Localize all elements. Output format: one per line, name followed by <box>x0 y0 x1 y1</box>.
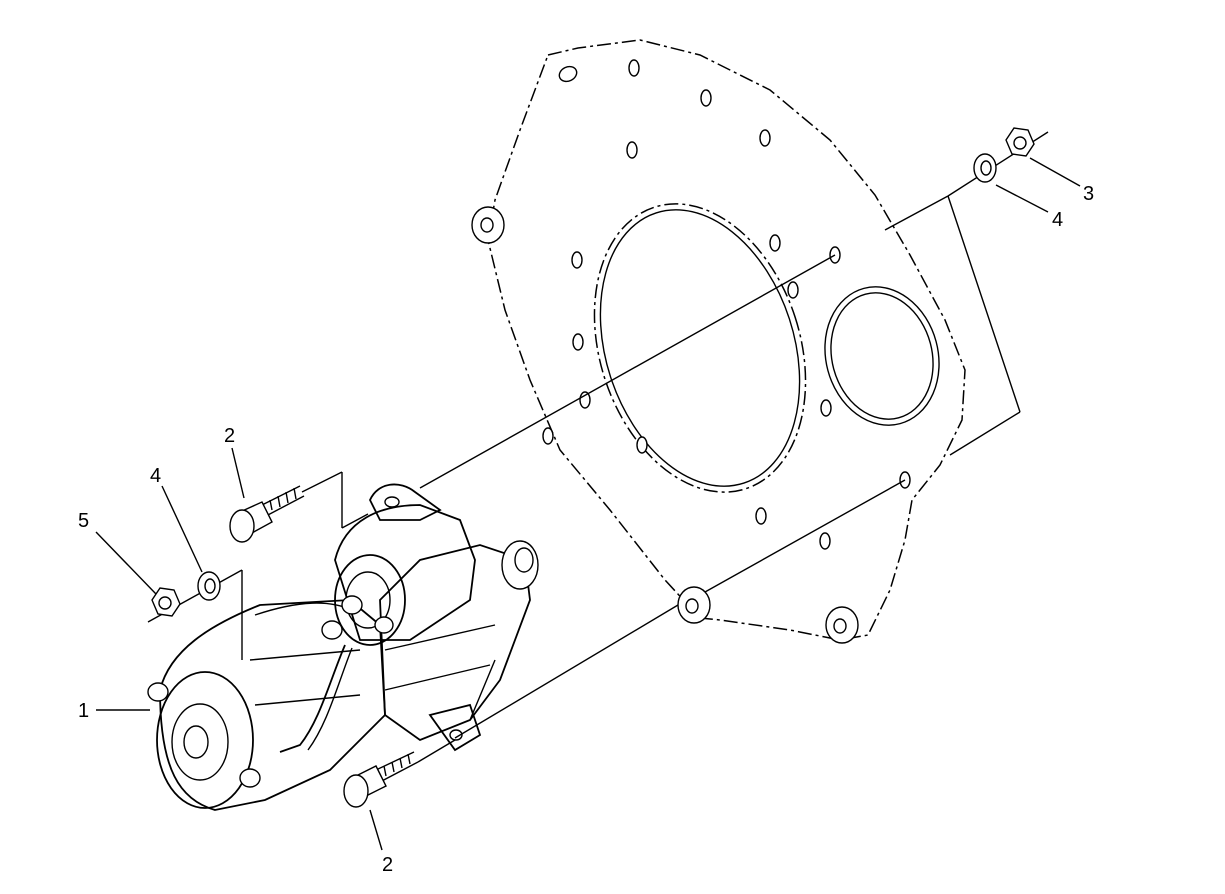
lock-washer-right <box>973 153 997 183</box>
nut-right <box>1005 127 1035 157</box>
callout-3: 3 <box>1083 183 1094 205</box>
callout-2-top: 2 <box>224 425 235 447</box>
callout-5: 5 <box>78 510 89 532</box>
nut-left <box>151 587 181 617</box>
lock-washer-left <box>197 571 221 601</box>
starter-motor <box>147 483 539 811</box>
callout-2-bottom: 2 <box>382 854 393 876</box>
callout-4-right: 4 <box>1052 209 1063 231</box>
callout-1: 1 <box>78 700 89 722</box>
bolt-lower <box>343 751 419 808</box>
assembly-lines <box>147 131 1049 763</box>
callout-leaders <box>95 157 1081 851</box>
bolt-upper <box>229 485 305 543</box>
callout-4-left: 4 <box>150 465 161 487</box>
adapter-plate <box>471 39 966 644</box>
